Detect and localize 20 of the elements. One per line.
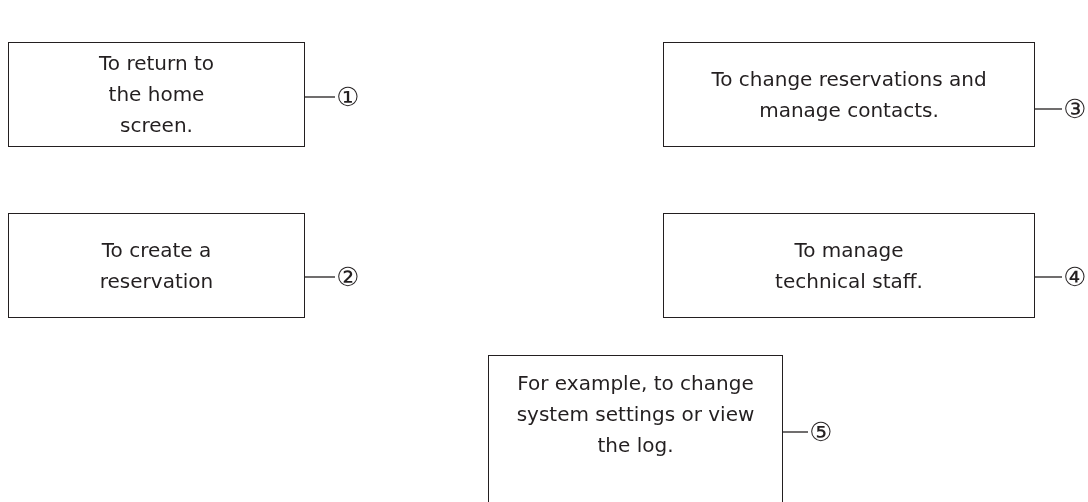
box-text: To change reservations and manage contacts. (710, 65, 988, 124)
leader-line (304, 276, 336, 278)
box-text: For example, to change system settings or view the log. (515, 370, 756, 459)
leader-line (1034, 108, 1063, 110)
text-box (663, 213, 1035, 318)
text-box (488, 355, 783, 502)
leader-line (782, 431, 809, 433)
callout-number: ① (335, 82, 361, 112)
box-text: To create a reservation (98, 236, 215, 295)
callout-number: ⑤ (808, 417, 834, 447)
text-box (663, 42, 1035, 147)
callout-number: ② (335, 262, 361, 292)
leader-line (1034, 276, 1063, 278)
box-text: To return to the home screen. (98, 50, 215, 139)
text-box (8, 213, 305, 318)
callout-number: ④ (1062, 262, 1088, 292)
text-box (8, 42, 305, 147)
leader-line (304, 96, 336, 98)
callout-number: ③ (1062, 94, 1088, 124)
box-text: To manage technical staff. (774, 236, 924, 295)
